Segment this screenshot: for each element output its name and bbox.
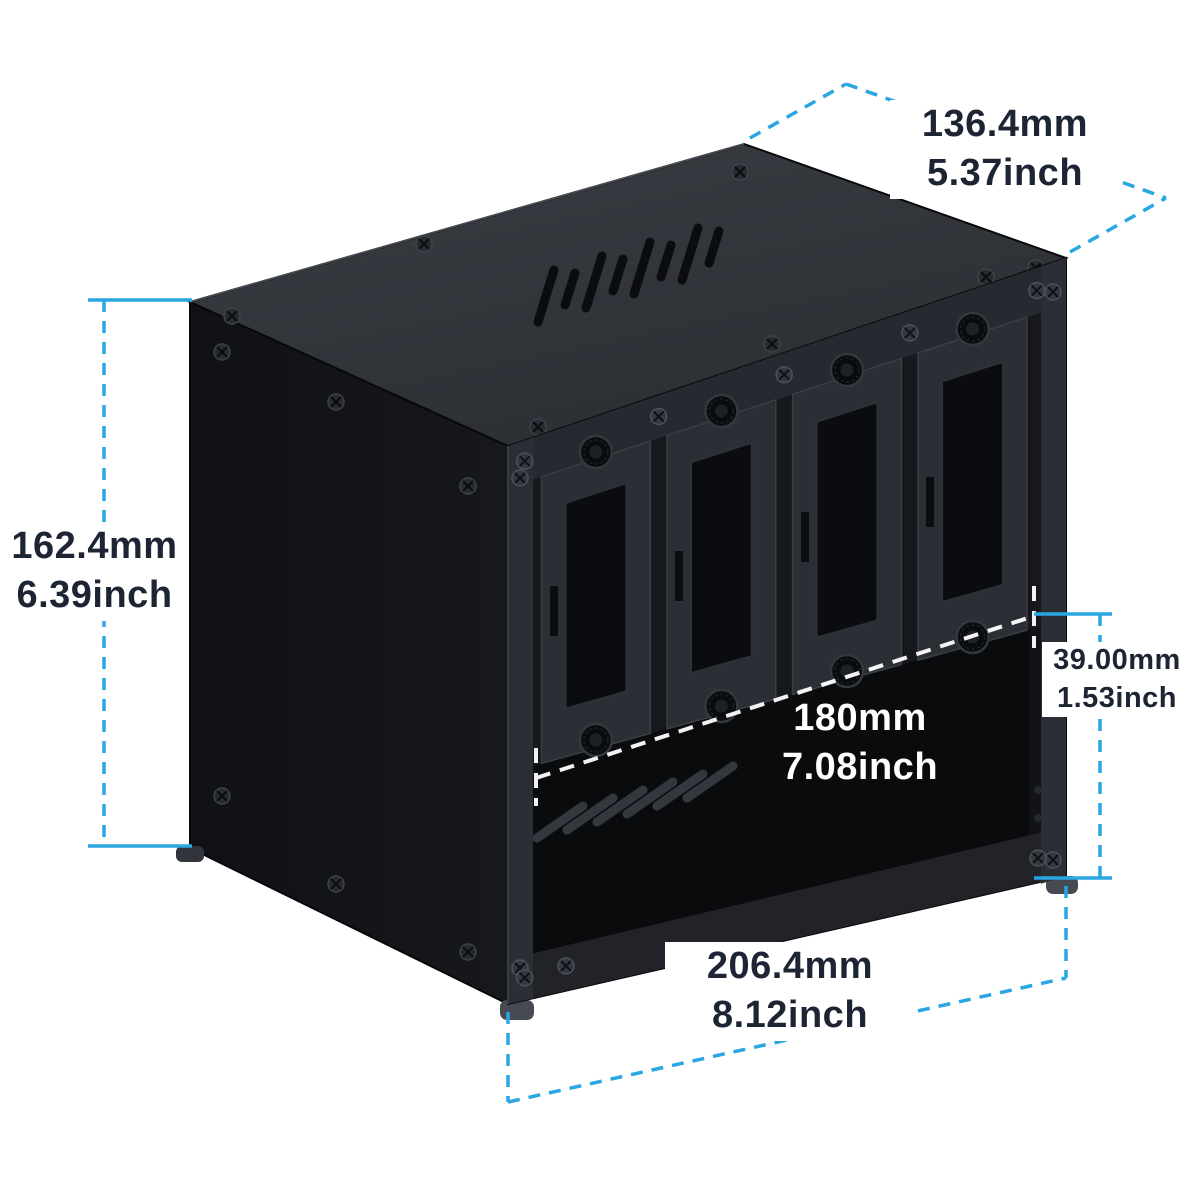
- width-dimension-line: [506, 886, 1068, 1104]
- top-vent-slots: [533, 223, 724, 327]
- top-face: [187, 142, 1070, 448]
- inner-width-mm: 180mm: [793, 697, 927, 739]
- depth-dimension-label: 136.4mm 5.37inch: [890, 100, 1120, 199]
- height-mm: 162.4mm: [11, 525, 178, 567]
- opening-height-mm: 39.00mm: [1053, 644, 1181, 676]
- width-inch: 8.12inch: [711, 994, 869, 1037]
- drive-bay-3: [791, 357, 903, 696]
- drive-bay-4: [917, 316, 1028, 662]
- inner-width-dimension-label: 180mm 7.08inch: [735, 694, 985, 793]
- drive-bay-2: [666, 398, 777, 730]
- inner-width-measure-line: [534, 586, 1036, 806]
- width-dimension-label: 206.4mm 8.12inch: [665, 942, 915, 1041]
- depth-inch: 5.37inch: [926, 152, 1084, 195]
- drive-bay-1: [540, 440, 652, 765]
- opening-height-inch: 1.53inch: [1056, 681, 1178, 714]
- opening-height-dimension-label: 39.00mm 1.53inch: [1042, 642, 1192, 718]
- floor-vent-slots: [532, 761, 738, 843]
- height-dimension-label: 162.4mm 6.39inch: [2, 522, 187, 621]
- width-mm: 206.4mm: [706, 945, 874, 987]
- height-inch: 6.39inch: [16, 574, 173, 617]
- depth-mm: 136.4mm: [921, 103, 1089, 145]
- inner-width-inch: 7.08inch: [781, 746, 939, 789]
- front-face: [507, 256, 1067, 1006]
